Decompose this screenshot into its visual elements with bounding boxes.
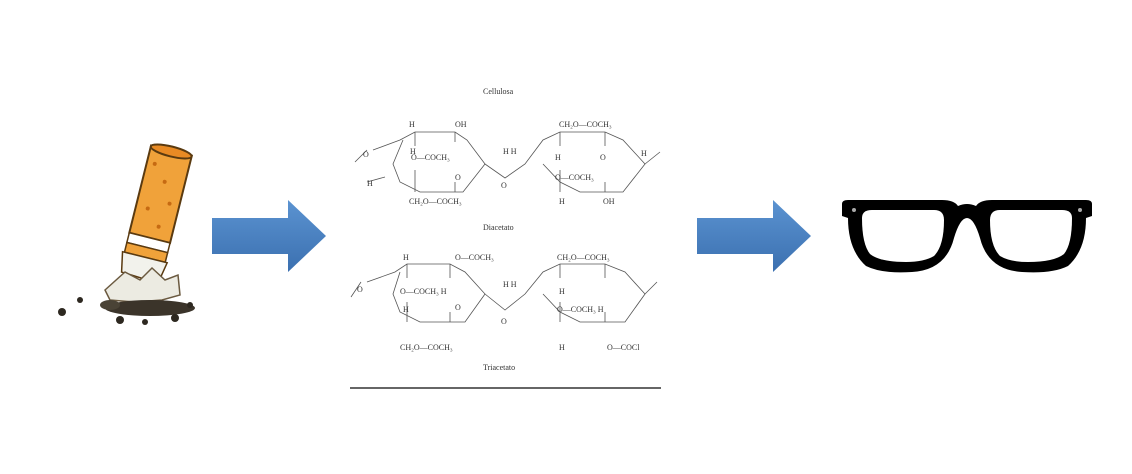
svg-text:CH₂O—COCH₃: CH₂O—COCH₃ [400,343,453,352]
svg-text:O—COCH₃: O—COCH₃ [555,173,594,182]
svg-text:O—COCl: O—COCl [607,343,640,352]
svg-text:H: H [559,287,565,296]
svg-text:H: H [641,149,647,158]
svg-text:H H: H H [503,280,517,289]
eyeglasses-icon [842,190,1092,280]
svg-text:O—COCH₃ H: O—COCH₃ H [557,305,604,314]
svg-text:O: O [357,285,363,294]
svg-text:O—COCH₃: O—COCH₃ [455,253,494,262]
svg-text:O: O [455,173,461,182]
svg-text:H: H [367,179,373,188]
svg-text:OH: OH [455,120,467,129]
cigarette-butt-icon [50,140,200,330]
svg-text:O: O [455,303,461,312]
svg-text:CH₂O—COCH₃: CH₂O—COCH₃ [409,197,462,206]
svg-text:O: O [501,317,507,326]
chemical-structure-diagram: Cellulosa O H OH CH₂O—COCH₃ O—COCH₃ H H … [345,82,665,392]
svg-text:H: H [403,305,409,314]
svg-text:H: H [559,343,565,352]
arrow-right-icon [697,200,811,272]
svg-text:O—COCH₃: O—COCH₃ [411,153,450,162]
svg-text:O—COCH₃ H: O—COCH₃ H [400,287,447,296]
arrow-right-icon [212,200,326,272]
svg-text:OH: OH [603,197,615,206]
svg-text:CH₂O—COCH₃: CH₂O—COCH₃ [557,253,610,262]
svg-text:H: H [403,253,409,262]
svg-text:H: H [410,147,416,156]
svg-text:O: O [600,153,606,162]
svg-text:H: H [409,120,415,129]
svg-text:H H: H H [503,147,517,156]
triacetate-caption: Triacetato [483,363,515,372]
cellulose-title: Cellulosa [483,87,514,96]
svg-text:CH₂O—COCH₃: CH₂O—COCH₃ [559,120,612,129]
svg-text:H: H [559,197,565,206]
svg-text:O: O [363,150,369,159]
svg-text:O: O [501,181,507,190]
svg-text:H: H [555,153,561,162]
diacetate-caption: Diacetato [483,223,514,232]
